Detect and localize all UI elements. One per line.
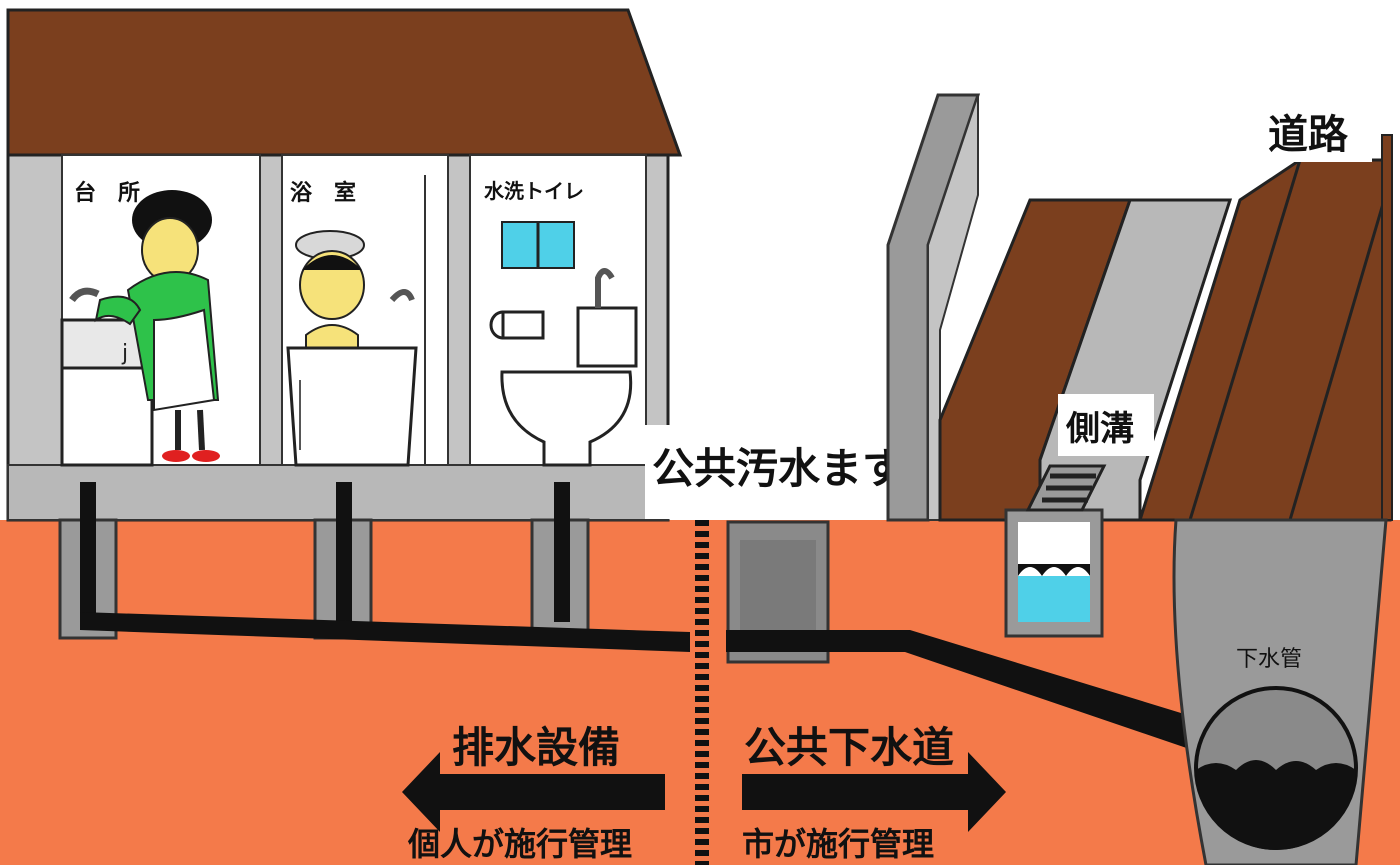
toilet-paper-icon [489,310,545,340]
private-drainage-title: 排水設備 [452,723,620,772]
road-label-box [1262,100,1372,162]
public-sewer-title: 公共下水道 [744,723,954,772]
window-icon [501,221,575,269]
public-basin-label: 公共汚水ます [652,444,904,493]
child-bathing-icon [295,230,365,356]
ditch-grate-icon [1025,464,1107,512]
side-ditch [1004,464,1107,638]
woman-washing-icon [94,190,220,462]
right-arrow-icon [742,752,1006,832]
public-connection-pipe [726,630,1230,756]
toilet-label: 水洗トイレ [484,179,584,203]
svg-text:j: j [121,341,128,366]
drain-pipe-toilet [554,482,570,622]
private-drainage-subtitle: 個人が施行管理 [407,825,632,863]
sewer-main: 下水管 [1172,518,1388,865]
bathtub-icon [286,289,418,467]
ditch-water [1018,576,1090,622]
side-ditch-label: 側溝 [1065,409,1134,449]
toilet-icon [500,268,638,467]
side-ditch-label-box [1058,394,1154,456]
left-arrow-icon [402,752,665,832]
drain-pipe-kitchen [80,482,96,622]
drain-pipes [80,482,690,652]
main-drain-pipe [80,612,690,652]
kitchen-label: 台 所 [74,180,140,206]
road-label: 道路 [1268,112,1349,158]
house-roof [6,8,683,157]
drain-pipe-bathroom [336,482,352,622]
bathroom-label: 浴 室 [290,180,356,206]
public-sewer-subtitle: 市が施行管理 [742,825,934,863]
sewer-pipe-label: 下水管 [1236,647,1302,672]
